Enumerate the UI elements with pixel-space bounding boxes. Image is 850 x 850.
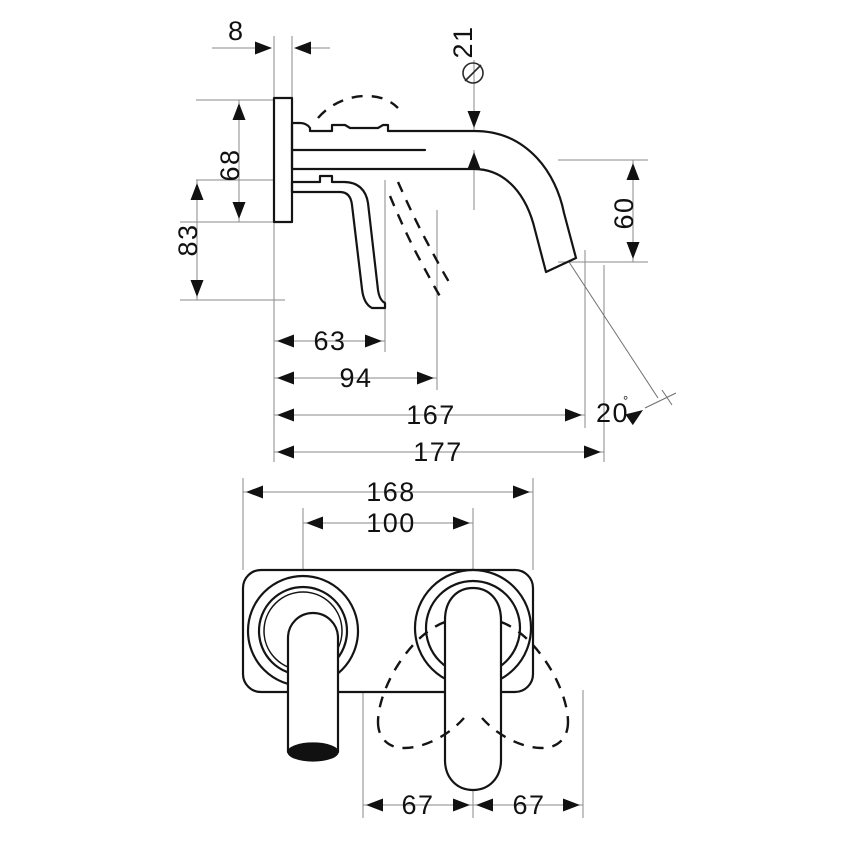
- dim-label-177: 177: [413, 437, 463, 467]
- dim-label-168: 168: [366, 477, 416, 507]
- front-spout-tube: [286, 611, 340, 762]
- dimension-167: 167: [274, 400, 585, 430]
- dimension-63: 63: [274, 326, 385, 356]
- dim-label-21: 21: [448, 25, 478, 58]
- dimension-168: 168: [243, 477, 533, 507]
- dim-label-67-right: 67: [512, 790, 545, 820]
- dim-label-degree-symbol: °: [623, 393, 628, 408]
- dimension-67-right: 67: [473, 790, 583, 820]
- dim-label-8: 8: [228, 16, 245, 46]
- dimension-diameter-21: 21: [448, 25, 484, 196]
- side-view-group: 8 68 83 21: [173, 16, 677, 467]
- dimension-67-left: 67: [363, 790, 473, 820]
- diameter-symbol-icon: [462, 62, 484, 84]
- dimension-177: 177: [274, 437, 604, 467]
- dimension-68: 68: [215, 100, 246, 222]
- side-view-extension-lines: [180, 36, 648, 462]
- side-escutcheon-plate: [272, 96, 294, 224]
- dimension-83: 83: [173, 180, 204, 300]
- dimension-8: 8: [212, 16, 330, 55]
- dimension-angle-20: 20 °: [568, 261, 677, 428]
- dimension-60: 60: [609, 160, 640, 262]
- dim-label-83: 83: [173, 223, 203, 256]
- dim-label-94: 94: [339, 363, 372, 393]
- dim-label-100: 100: [366, 508, 416, 538]
- dim-label-20: 20: [596, 398, 629, 428]
- dim-label-68: 68: [215, 148, 245, 181]
- dim-label-167: 167: [406, 400, 456, 430]
- dim-label-67-left: 67: [401, 790, 434, 820]
- side-lever-handle: [290, 174, 387, 310]
- front-handle-swing-arcs-hidden: [376, 620, 570, 750]
- dimension-94: 94: [274, 363, 437, 393]
- side-handle-open-position-hidden: [317, 94, 451, 299]
- front-view-group: 168 100 67 67: [241, 477, 584, 820]
- dimension-100: 100: [303, 508, 473, 538]
- dim-label-60: 60: [609, 196, 639, 229]
- front-lever-handle: [443, 586, 503, 792]
- dim-label-63: 63: [313, 326, 346, 356]
- side-spout-body: [290, 121, 578, 274]
